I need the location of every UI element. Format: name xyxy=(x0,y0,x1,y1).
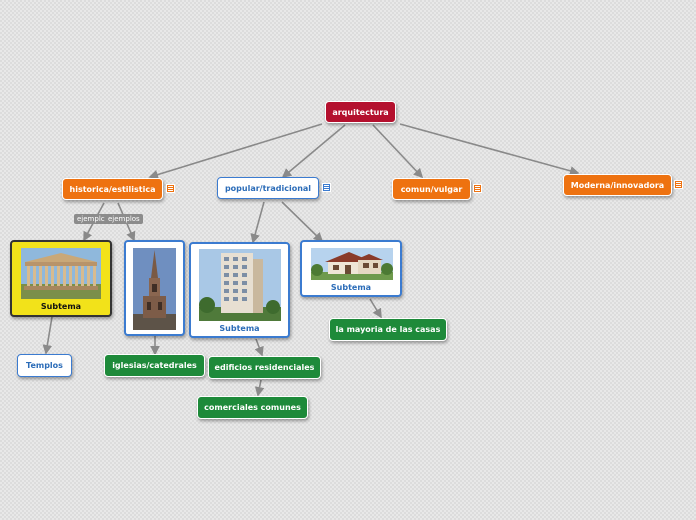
link-tag: ejemplc xyxy=(74,214,108,224)
cathedral-image xyxy=(133,248,176,330)
parthenon-image xyxy=(21,248,101,299)
branch-label: historica/estilistica xyxy=(70,185,156,194)
link-parthenon-templos xyxy=(46,317,52,353)
root-node[interactable]: arquitectura xyxy=(325,101,396,123)
card-caption: Subtema xyxy=(12,302,110,311)
note-icon[interactable] xyxy=(473,184,482,193)
subtopic-card-house[interactable]: Subtema xyxy=(300,240,402,297)
leaf-casas[interactable]: la mayoria de las casas xyxy=(329,318,447,341)
branch-label: comun/vulgar xyxy=(401,185,463,194)
note-icon[interactable] xyxy=(674,180,683,189)
link-root-comun xyxy=(373,125,422,177)
leaf-label: la mayoria de las casas xyxy=(336,325,441,334)
subtopic-card-building[interactable]: Subtema xyxy=(189,242,290,338)
leaf-label: comerciales comunes xyxy=(204,403,301,412)
link-building-residenciales xyxy=(256,339,262,355)
branch-label: Moderna/innovadora xyxy=(571,181,664,190)
leaf-residenciales[interactable]: edificios residenciales xyxy=(208,356,321,379)
branch-historica[interactable]: historica/estilistica xyxy=(62,178,163,200)
link-popular-house xyxy=(282,202,322,241)
leaf-iglesias[interactable]: iglesias/catedrales xyxy=(104,354,205,377)
link-tag: ejemplos xyxy=(105,214,143,224)
apartment-building-image xyxy=(199,249,281,321)
root-label: arquitectura xyxy=(332,108,388,117)
branch-label: popular/tradicional xyxy=(225,184,311,193)
leaf-label: iglesias/catedrales xyxy=(112,361,197,370)
link-popular-building xyxy=(253,202,264,242)
card-caption: Subtema xyxy=(302,283,400,292)
card-caption: Subtema xyxy=(191,324,288,333)
note-icon[interactable] xyxy=(166,184,175,193)
subtopic-card-cathedral[interactable] xyxy=(124,240,185,336)
link-house-casas xyxy=(370,299,381,317)
link-root-moderna xyxy=(400,124,578,173)
branch-popular[interactable]: popular/tradicional xyxy=(217,177,319,199)
house-image xyxy=(311,248,393,280)
branch-moderna[interactable]: Moderna/innovadora xyxy=(563,174,672,196)
subtopic-card-parthenon[interactable]: Subtema xyxy=(10,240,112,317)
note-icon[interactable] xyxy=(322,183,331,192)
leaf-templos[interactable]: Templos xyxy=(17,354,72,377)
link-root-historica xyxy=(150,124,322,177)
leaf-label: Templos xyxy=(26,361,63,370)
leaf-comerciales[interactable]: comerciales comunes xyxy=(197,396,308,419)
link-residenciales-comerciales xyxy=(258,380,261,395)
branch-comun[interactable]: comun/vulgar xyxy=(392,178,471,200)
leaf-label: edificios residenciales xyxy=(215,363,315,372)
